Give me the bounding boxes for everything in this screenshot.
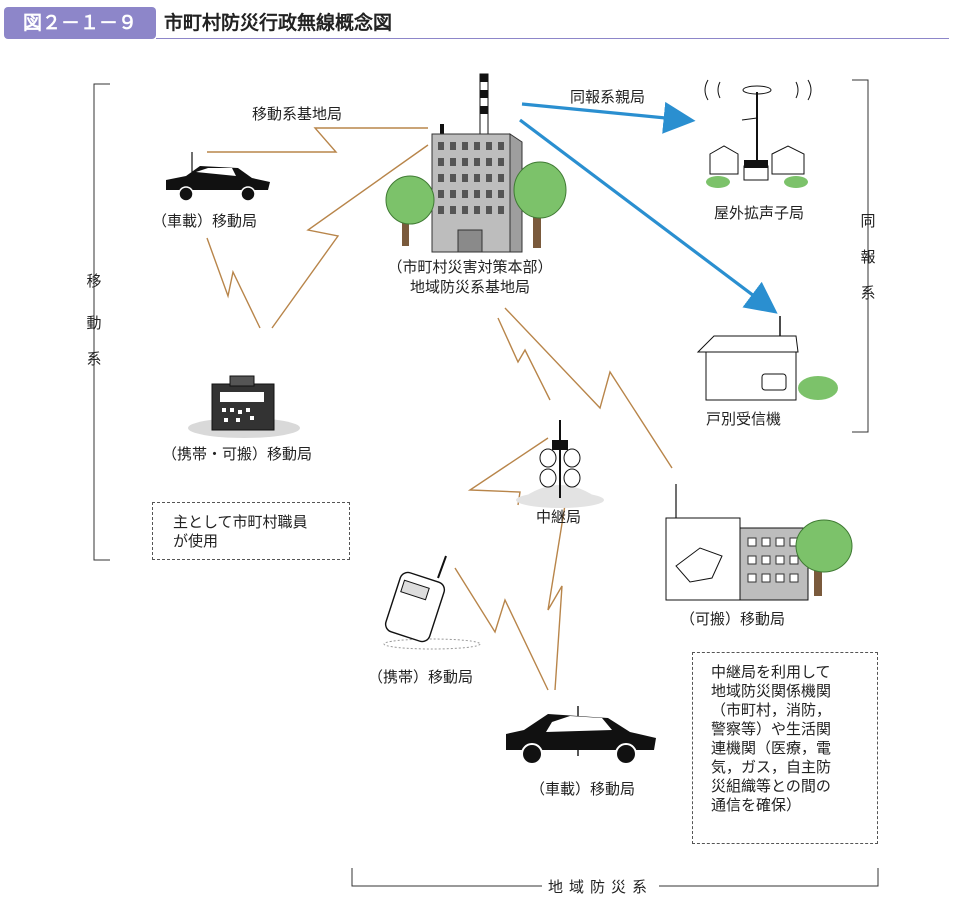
note-staff-use-line-2: が使用 — [173, 532, 219, 550]
group-mobile-char-3: 系 — [86, 350, 102, 368]
repeater-tower-icon — [516, 420, 604, 508]
link-base-to-repeater — [497, 317, 551, 401]
label-broadcast-parent: 同報系親局 — [570, 88, 646, 106]
bracket-mobile-system — [93, 83, 110, 561]
label-repeater: 中継局 — [536, 508, 582, 526]
label-portable-carry: （携帯・可搬）移動局 — [162, 445, 313, 463]
figure-number-badge: 図２－１－９ — [4, 7, 156, 39]
note-repeater-line-2: 地域防災関係機関 — [711, 682, 832, 700]
header-rule — [156, 38, 949, 39]
link-repeater-to-vehicle — [547, 504, 566, 691]
label-vehicle-top: （車載）移動局 — [152, 212, 258, 230]
link-base-to-portable-station — [504, 307, 673, 469]
group-mobile-char-1: 移 — [86, 272, 102, 290]
outdoor-speaker-icon — [704, 79, 812, 188]
handheld-phone-icon — [383, 555, 481, 650]
household-receiver-icon — [696, 316, 838, 401]
vehicle-bottom-icon — [506, 706, 656, 765]
note-repeater-line-8: 通信を確保） — [711, 796, 802, 814]
label-mobile-base: 移動系基地局 — [252, 105, 343, 123]
group-regional-system: 地域防災系 — [542, 876, 660, 897]
arrow-to-outdoor-speaker — [521, 101, 696, 134]
link-portable-to-vehicle-top — [206, 237, 261, 329]
label-hq-line1: （市町村災害対策本部） — [387, 258, 553, 276]
label-outdoor-speaker: 屋外拡声子局 — [714, 204, 805, 222]
group-mobile-char-2: 動 — [86, 314, 102, 332]
note-staff-use: 主として市町村職員 が使用 — [152, 502, 350, 560]
link-handheld-to-vehicle — [454, 567, 549, 691]
note-repeater-use: 中継局を利用して 地域防災関係機関 （市町村，消防， 警察等）や生活関 連機関（… — [692, 652, 878, 844]
note-staff-use-line-1: 主として市町村職員 — [173, 513, 308, 531]
note-repeater-line-3: （市町村，消防， — [711, 701, 832, 719]
group-broadcast-char-1: 同 — [860, 212, 876, 230]
note-repeater-line-4: 警察等）や生活関 — [711, 720, 832, 738]
figure-header: 図２－１－９ 市町村防災行政無線概念図 — [4, 7, 949, 39]
arrow-to-household-receiver — [519, 118, 778, 314]
label-hq-line2: 地域防災系基地局 — [409, 278, 530, 296]
figure-title: 市町村防災行政無線概念図 — [164, 12, 393, 34]
hq-building — [385, 73, 567, 253]
note-repeater-line-1: 中継局を利用して — [711, 663, 831, 681]
note-repeater-line-5: 連機関（医療，電 — [711, 739, 832, 757]
group-broadcast-char-2: 報 — [860, 248, 876, 266]
bracket-broadcast-system — [852, 79, 869, 433]
broadcast-arrows — [519, 101, 778, 314]
vehicle-top-icon — [166, 152, 270, 202]
label-handheld: （携帯）移動局 — [368, 668, 474, 686]
link-base-to-vehicle-top — [207, 127, 428, 153]
portable-radio-icon — [188, 375, 300, 438]
note-repeater-line-7: 災組織等との間の — [711, 777, 831, 795]
note-repeater-line-6: 気，ガス，自主防 — [711, 758, 832, 776]
portable-station-icon — [665, 484, 853, 601]
radio-links — [206, 127, 673, 691]
label-vehicle-bottom: （車載）移動局 — [530, 780, 636, 798]
group-broadcast-char-3: 系 — [860, 284, 876, 302]
label-portable-station: （可搬）移動局 — [680, 610, 786, 628]
link-base-to-portable — [271, 144, 429, 329]
label-household-receiver: 戸別受信機 — [706, 410, 782, 428]
